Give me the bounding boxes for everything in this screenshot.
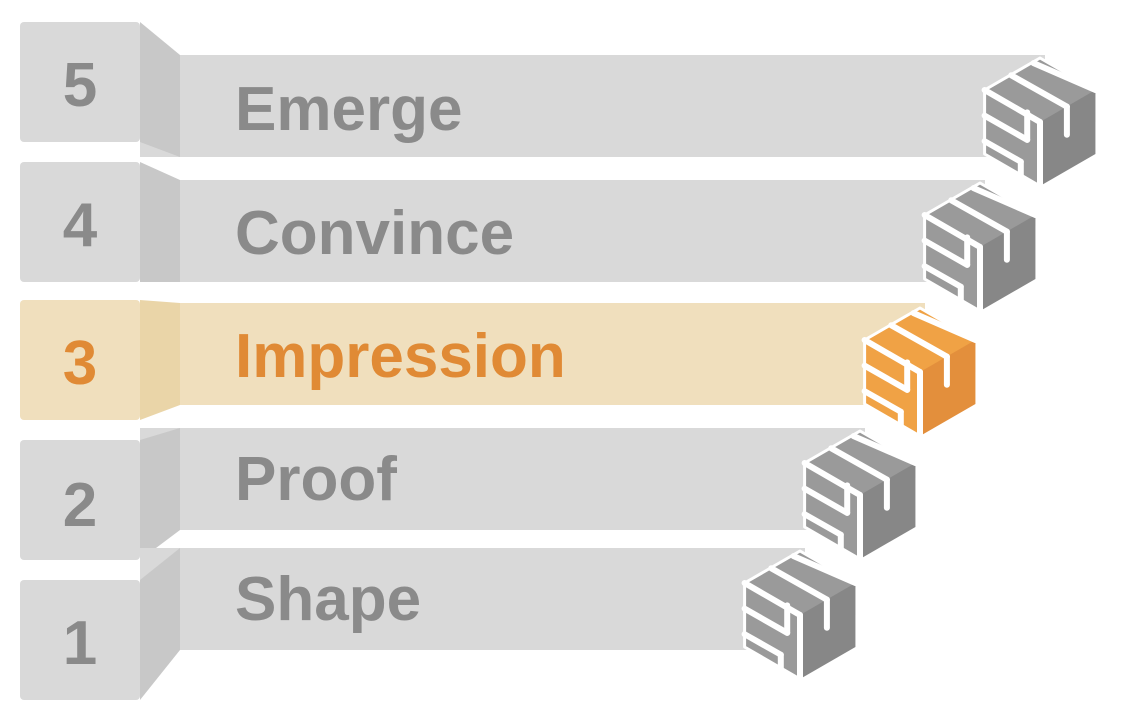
step-3: 3 Impression xyxy=(20,300,979,439)
step-number-block xyxy=(20,580,140,700)
step-label: Proof xyxy=(235,445,397,514)
stairs-icon xyxy=(801,429,919,562)
step-bar xyxy=(140,303,925,405)
step-bar xyxy=(140,548,805,650)
step-1: 1 Shape xyxy=(20,548,859,700)
step-fold xyxy=(140,548,180,700)
step-5: 5 Emerge xyxy=(20,22,1099,189)
step-fold xyxy=(140,22,180,157)
step-number: 1 xyxy=(63,609,97,678)
step-2: 2 Proof xyxy=(20,428,919,562)
step-number: 3 xyxy=(63,329,97,398)
step-number-block xyxy=(20,440,140,560)
step-fold xyxy=(140,428,180,560)
step-number: 4 xyxy=(63,191,98,260)
step-bar xyxy=(140,180,985,282)
step-label: Emerge xyxy=(235,75,462,144)
step-label: Shape xyxy=(235,565,421,634)
step-bar xyxy=(140,428,865,530)
step-fold xyxy=(140,300,180,420)
stairs-icon xyxy=(861,306,979,439)
step-number: 2 xyxy=(63,471,97,540)
step-number-block xyxy=(20,162,140,282)
step-number-block xyxy=(20,22,140,142)
step-4: 4 Convince xyxy=(20,162,1039,314)
step-label: Convince xyxy=(235,199,514,268)
stairs-icon xyxy=(981,56,1099,189)
stairs-icon xyxy=(921,181,1039,314)
step-number-block xyxy=(20,300,140,420)
step-number: 5 xyxy=(63,51,97,120)
step-bar xyxy=(140,55,1045,157)
stairs-icon xyxy=(741,549,859,682)
step-fold xyxy=(140,162,180,282)
step-label: Impression xyxy=(235,322,566,391)
